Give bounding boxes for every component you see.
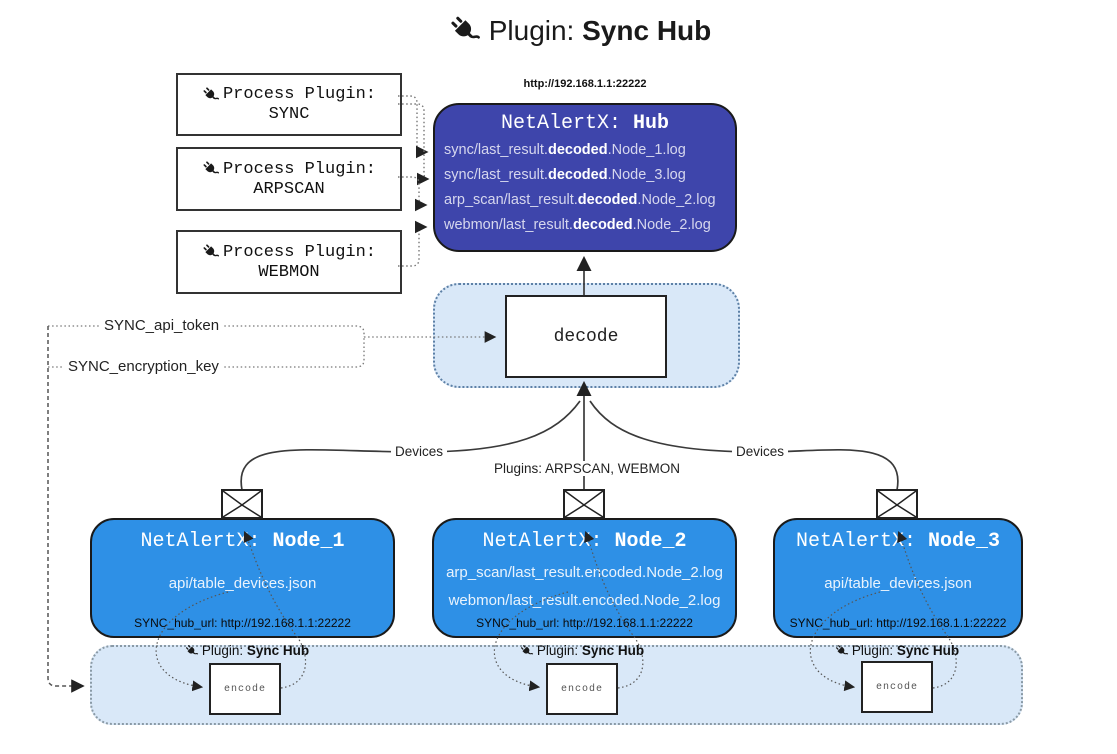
- plug-icon: [201, 85, 220, 104]
- plug-icon: [834, 643, 849, 658]
- plug-icon: [201, 160, 220, 178]
- node-title: NetAlertX: Node_2: [482, 530, 687, 553]
- node-file: api/table_devices.json: [824, 575, 972, 592]
- node-box-3: NetAlertX: Node_3 api/table_devices.json…: [773, 518, 1023, 638]
- envelope-icon: [876, 489, 918, 519]
- encoder-label-1: Plugin: Sync Hub: [184, 643, 309, 658]
- process-plugin-label: Process Plugin:: [222, 159, 377, 179]
- encoder-label-3: Plugin: Sync Hub: [834, 643, 959, 658]
- node-box-2: NetAlertX: Node_2 arp_scan/last_result.e…: [432, 518, 737, 638]
- envelope-icon: [221, 489, 263, 519]
- process-plugin-name: SYNC: [268, 105, 310, 124]
- node-file: arp_scan/last_result.encoded.Node_2.log: [446, 564, 723, 581]
- process-plugin-box-webmon: Process Plugin: WEBMON: [176, 230, 402, 294]
- edge-label-devices-left: Devices: [390, 444, 448, 459]
- sync-hub-url-label: SYNC_hub_url: http://192.168.1.1:22222: [134, 616, 351, 630]
- hub-log-line: sync/last_result.decoded.Node_3.log: [444, 167, 686, 183]
- sync-hub-url-label: SYNC_hub_url: http://192.168.1.1:22222: [476, 616, 693, 630]
- plug-icon: [201, 243, 220, 261]
- encode-box-1: encode: [209, 663, 281, 715]
- node-box-1: NetAlertX: Node_1 api/table_devices.json…: [90, 518, 395, 638]
- plug-icon: [184, 643, 199, 658]
- encoder-label-2: Plugin: Sync Hub: [519, 643, 644, 658]
- hub-title: NetAlertX: Hub: [500, 112, 670, 135]
- decode-box: decode: [505, 295, 667, 378]
- plug-icon: [448, 14, 482, 47]
- plug-icon: [519, 643, 534, 658]
- hub-log-line: webmon/last_result.decoded.Node_2.log: [444, 217, 711, 233]
- page-title-text: Plugin: Sync Hub: [488, 14, 712, 46]
- process-plugin-box-arpscan: Process Plugin: ARPSCAN: [176, 147, 402, 211]
- node-file: api/table_devices.json: [168, 575, 317, 592]
- sync-hub-url-label: SYNC_hub_url: http://192.168.1.1:22222: [789, 616, 1007, 630]
- node-title: NetAlertX: Node_1: [140, 530, 345, 553]
- process-plugin-name: WEBMON: [258, 262, 320, 282]
- sync-encryption-key-label: SYNC_encryption_key: [64, 358, 223, 375]
- edge-label-plugins: Plugins: ARPSCAN, WEBMON: [489, 461, 685, 476]
- hub-url: http://192.168.1.1:22222: [523, 78, 647, 90]
- edge-label-devices-right: Devices: [731, 444, 789, 459]
- page-title: Plugin: Sync Hub: [448, 14, 712, 47]
- process-plugin-name: ARPSCAN: [253, 179, 325, 199]
- process-plugin-box-sync: Process Plugin: SYNC: [176, 73, 402, 136]
- process-plugin-label: Process Plugin:: [222, 242, 377, 262]
- process-plugin-label: Process Plugin:: [222, 85, 377, 104]
- hub-box: NetAlertX: Hub sync/last_result.decoded.…: [433, 103, 737, 252]
- hub-log-line: sync/last_result.decoded.Node_1.log: [444, 142, 686, 158]
- hub-log-line: arp_scan/last_result.decoded.Node_2.log: [444, 192, 716, 208]
- encode-box-2: encode: [546, 663, 618, 715]
- node-file: webmon/last_result.encoded.Node_2.log: [448, 592, 721, 609]
- sync-api-token-label: SYNC_api_token: [100, 317, 224, 334]
- envelope-icon: [563, 489, 605, 519]
- node-title: NetAlertX: Node_3: [795, 530, 1001, 553]
- encode-box-3: encode: [861, 661, 933, 713]
